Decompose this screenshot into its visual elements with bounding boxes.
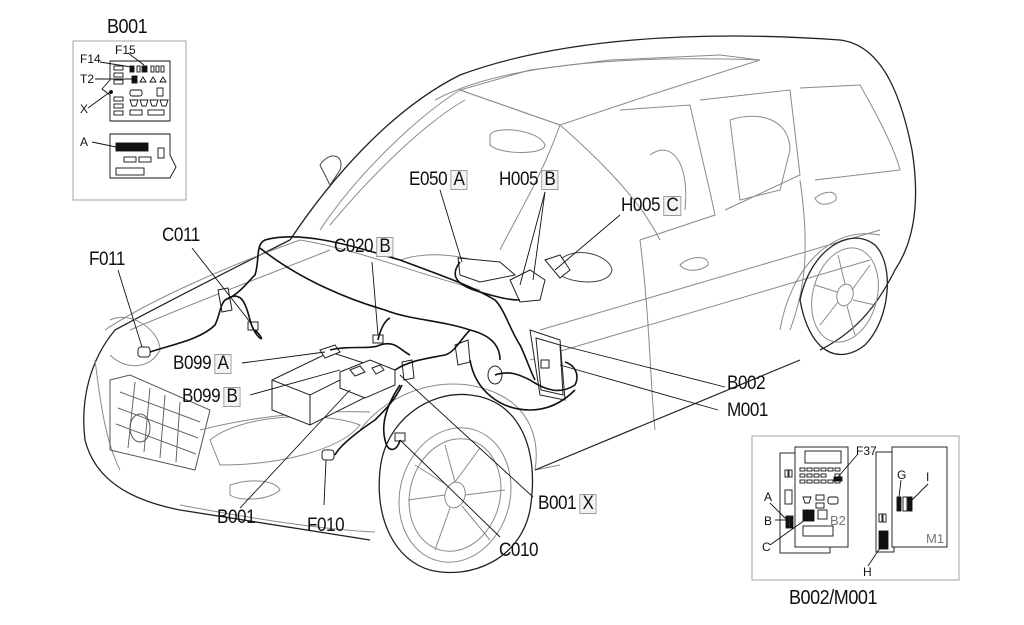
inset-label-i: I [926, 470, 930, 484]
callout-id: H005 [621, 195, 661, 216]
callout-c010: C010 [499, 540, 539, 561]
inset-label-f15: F15 [115, 43, 136, 57]
inset-label-t2: T2 [80, 72, 95, 86]
callout-suffix: B [541, 170, 559, 190]
callout-id: E050 [409, 169, 448, 190]
rear-wheel [799, 237, 888, 356]
callout-id: B099 [173, 353, 212, 374]
callout-id: B001 [538, 493, 577, 514]
callout-id: B099 [182, 386, 221, 407]
inset-b001-title: B001 [107, 16, 148, 38]
inset-label-f37: F37 [856, 444, 877, 458]
inset-label-h: H [863, 565, 872, 579]
inset-label-g: G [897, 468, 907, 482]
inset-label-b: B [764, 514, 773, 528]
inset-b002-m001-title: B002/M001 [789, 587, 878, 609]
callout-suffix: C [663, 196, 681, 216]
callout-id: C011 [162, 225, 200, 246]
callout-suffix: B [223, 387, 241, 407]
callout-f010: F010 [307, 515, 345, 536]
callout-c011: C011 [162, 226, 200, 246]
wiring-harness [149, 235, 578, 456]
callout-b002: B002 [727, 373, 766, 394]
callout-b001: B001 [217, 507, 256, 528]
callout-suffix: A [450, 170, 468, 190]
inset-label-f14: F14 [80, 52, 101, 66]
callout-id: B001 [217, 507, 256, 528]
callout-id: B002 [727, 373, 766, 394]
module-b002-m001 [529, 329, 566, 401]
inset-b002-m001 [751, 435, 960, 581]
callout-id: H005 [499, 169, 539, 190]
inset-label-m1: M1 [926, 531, 945, 546]
callout-suffix: B [376, 237, 394, 257]
callout-f011: F011 [89, 250, 125, 270]
front-wheel [378, 393, 534, 574]
callout-id: M001 [727, 400, 768, 421]
leader-lines [117, 189, 726, 538]
callout-id: F010 [307, 515, 345, 536]
callout-suffix: X [579, 494, 597, 514]
inset-label-b2: B2 [830, 513, 846, 528]
inset-b001 [72, 40, 187, 201]
connectors [137, 254, 571, 461]
inset-label-x: X [80, 102, 89, 116]
callout-m001: M001 [727, 401, 768, 421]
callout-id: F011 [89, 249, 125, 270]
callout-id: C020 [334, 236, 374, 257]
inset-label-a: A [80, 135, 89, 149]
inset-label-a: A [764, 490, 773, 504]
callout-suffix: A [214, 354, 232, 374]
inset-label-c: C [762, 540, 771, 554]
fuse-box-b001 [339, 359, 396, 399]
callout-id: C010 [499, 540, 539, 561]
